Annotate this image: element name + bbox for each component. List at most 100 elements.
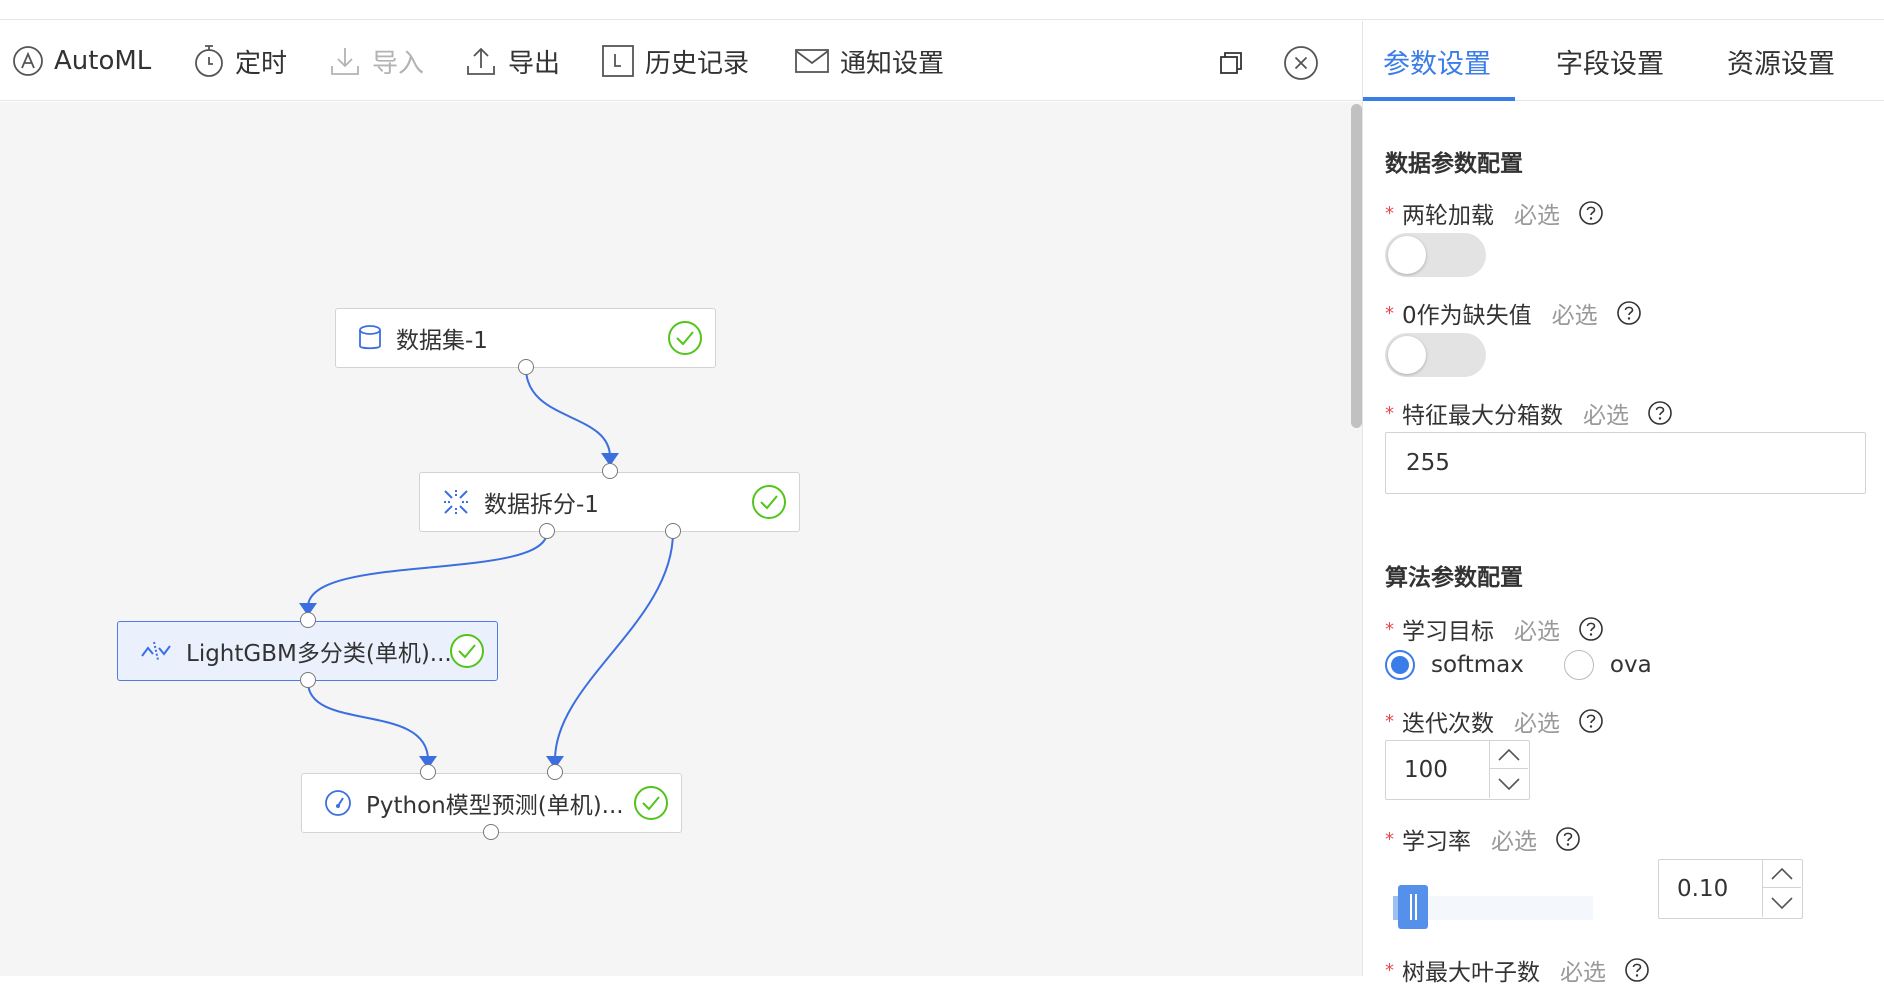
download-icon [331, 48, 359, 75]
stopwatch-icon [195, 45, 223, 77]
help-icon[interactable] [1624, 957, 1650, 983]
radio-softmax-label[interactable]: softmax [1431, 652, 1524, 678]
help-icon[interactable] [1578, 616, 1604, 642]
success-check-icon [667, 320, 703, 362]
field-learning-rate-label: * 学习率 必选 [1385, 824, 1581, 855]
top-strip [0, 0, 1884, 20]
link-split-lightgbm [307, 531, 548, 608]
field-two-round-label: * 两轮加载 必选 [1385, 198, 1604, 229]
notify-label: 通知设置 [840, 48, 945, 79]
copy-icon [1220, 52, 1242, 74]
port-split-out-1[interactable] [539, 523, 555, 539]
arrow-predict-a [419, 756, 437, 769]
toggle-knob [1388, 336, 1426, 374]
required-text: 必选 [1514, 619, 1560, 645]
decrement-button[interactable] [1763, 889, 1801, 917]
timer-label: 定时 [235, 48, 288, 79]
arrow-lightgbm [299, 603, 317, 616]
field-objective-label: * 学习目标 必选 [1385, 614, 1604, 645]
required-text: 必选 [1491, 829, 1537, 855]
success-check-icon [449, 633, 485, 675]
notify-button[interactable]: 通知设置 [794, 21, 944, 101]
close-circle-icon [1284, 46, 1318, 80]
port-predict-out[interactable] [483, 824, 499, 840]
node-label: 数据拆分-1 [484, 492, 599, 518]
data-section-title: 数据参数配置 [1385, 151, 1523, 177]
toolbar: AutoML 定时 导入 导出 历史记录 通知设置 [0, 21, 1362, 101]
zero-missing-toggle[interactable] [1385, 333, 1486, 377]
required-mark: * [1385, 302, 1394, 324]
close-button[interactable] [1283, 45, 1319, 81]
canvas-scrollbar[interactable] [1351, 104, 1362, 428]
help-icon[interactable] [1647, 400, 1673, 426]
iterations-stepper[interactable]: 100 [1385, 740, 1530, 800]
help-icon[interactable] [1555, 826, 1581, 852]
chevron-up-icon [1498, 748, 1520, 761]
learning-rate-slider-handle[interactable] [1398, 885, 1428, 929]
help-icon[interactable] [1616, 300, 1642, 326]
radio-ova[interactable] [1563, 650, 1594, 680]
node-label: Python模型预测(单机)... [366, 793, 624, 819]
port-predict-in-2[interactable] [547, 764, 563, 780]
history-button[interactable]: 历史记录 [601, 21, 749, 101]
node-label: 数据集-1 [396, 328, 488, 354]
decrement-button[interactable] [1490, 770, 1528, 798]
success-check-icon [751, 484, 787, 526]
import-label: 导入 [372, 48, 425, 79]
help-icon[interactable] [1578, 200, 1604, 226]
tab-fields[interactable]: 字段设置 [1556, 48, 1664, 80]
node-data-split[interactable]: 数据拆分-1 [419, 472, 800, 532]
node-dataset[interactable]: 数据集-1 [335, 308, 716, 368]
learning-rate-stepper[interactable]: 0.10 [1658, 859, 1803, 919]
mail-icon [795, 49, 829, 73]
max-bin-input[interactable] [1385, 432, 1866, 494]
increment-button[interactable] [1763, 860, 1801, 888]
port-lightgbm-in[interactable] [300, 612, 316, 628]
automl-button[interactable]: AutoML [12, 21, 151, 101]
required-text: 必选 [1583, 403, 1629, 429]
success-check-icon [633, 785, 669, 827]
gauge-icon [324, 789, 352, 817]
panel-tabs: 参数设置 字段设置 资源设置 [1363, 21, 1884, 101]
link-split-predict [554, 531, 674, 761]
workflow-canvas[interactable]: 数据集-1 数据拆分-1 LightGBM多分类(单机)... Python模型… [0, 102, 1362, 976]
workflow-links [299, 367, 674, 769]
upload-icon [467, 47, 495, 75]
timer-button[interactable]: 定时 [193, 21, 287, 101]
node-python-predict[interactable]: Python模型预测(单机)... [301, 773, 682, 833]
history-label: 历史记录 [645, 48, 750, 79]
port-lightgbm-out[interactable] [300, 672, 316, 688]
radio-softmax[interactable] [1385, 650, 1415, 680]
objective-radio-group: softmax ova [1385, 648, 1652, 682]
field-max-bin-label: * 特征最大分箱数 必选 [1385, 398, 1673, 429]
required-text: 必选 [1560, 960, 1606, 986]
required-text: 必选 [1514, 203, 1560, 229]
port-dataset-out[interactable] [518, 359, 534, 375]
copy-button[interactable] [1213, 45, 1249, 81]
increment-button[interactable] [1490, 741, 1528, 769]
automl-icon [13, 46, 43, 76]
chevron-down-icon [1498, 778, 1520, 791]
export-button[interactable]: 导出 [464, 21, 560, 101]
algorithm-icon [140, 640, 172, 662]
radio-ova-label[interactable]: ova [1609, 652, 1652, 678]
help-icon[interactable] [1578, 708, 1604, 734]
link-dataset-split [525, 367, 611, 458]
import-button[interactable]: 导入 [328, 21, 424, 101]
arrow-split [601, 453, 619, 466]
learning-rate-value[interactable]: 0.10 [1659, 860, 1763, 917]
iterations-value[interactable]: 100 [1386, 741, 1490, 798]
required-text: 必选 [1514, 711, 1560, 737]
tab-resources[interactable]: 资源设置 [1727, 48, 1835, 80]
required-mark: * [1385, 618, 1394, 640]
arrow-predict-b [546, 756, 564, 769]
chevron-up-icon [1771, 867, 1793, 880]
port-predict-in-1[interactable] [420, 764, 436, 780]
required-mark: * [1385, 710, 1394, 732]
history-icon [602, 45, 634, 77]
required-mark: * [1385, 402, 1394, 424]
port-split-out-2[interactable] [665, 523, 681, 539]
two-round-toggle[interactable] [1385, 233, 1486, 277]
port-split-in[interactable] [602, 463, 618, 479]
tab-params[interactable]: 参数设置 [1383, 48, 1491, 80]
